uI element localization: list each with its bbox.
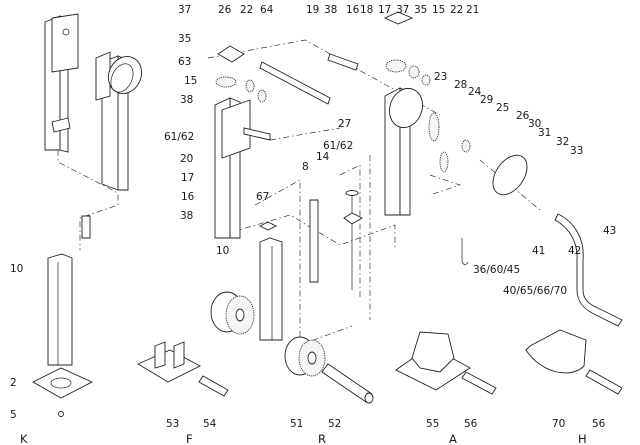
part-label-43: 43 — [603, 225, 616, 237]
section-label-r: R — [318, 432, 326, 445]
part-label-22: 22 — [450, 4, 463, 16]
part-label-25: 25 — [496, 102, 509, 114]
part-label-33: 33 — [570, 145, 583, 157]
part-label-35: 35 — [178, 33, 191, 45]
part-label-38: 38 — [324, 4, 337, 16]
part-label-21: 21 — [466, 4, 479, 16]
part-label-27: 27 — [338, 118, 351, 130]
part-label-38: 38 — [180, 94, 193, 106]
part-label-67: 67 — [256, 191, 269, 203]
part-label-15: 15 — [432, 4, 445, 16]
part-label-16: 16 — [346, 4, 360, 16]
part-label-10: 10 — [10, 263, 23, 275]
part-label-37: 37 — [178, 4, 191, 16]
section-label-f: F — [186, 432, 193, 445]
gear-post-right — [327, 11, 431, 216]
top-cover-plate-part — [217, 45, 245, 63]
part-label-30: 30 — [528, 118, 541, 130]
part-label-41: 41 — [532, 245, 545, 257]
part-label-26: 26 — [516, 110, 530, 122]
post-with-plate-part — [44, 13, 79, 153]
part-label-10: 10 — [216, 245, 229, 257]
spindle-assembly-part — [343, 190, 363, 290]
part-label-42: 42 — [568, 245, 581, 257]
section-label-h: H — [578, 432, 587, 445]
gear-post-left — [214, 97, 271, 239]
part-label-16: 16 — [181, 191, 195, 203]
crank-handle-part — [554, 213, 623, 327]
part-label-28: 28 — [454, 79, 467, 91]
part-label-29: 29 — [480, 94, 493, 106]
part-label-52: 52 — [328, 418, 341, 430]
tube-8-part — [309, 199, 319, 283]
part-label-32: 32 — [556, 136, 569, 148]
part-label-22: 22 — [240, 4, 253, 16]
part-label-24: 24 — [468, 86, 482, 98]
connector-sleeve-part — [81, 215, 91, 239]
square-post-k — [47, 253, 73, 366]
wheel-lower — [284, 336, 326, 377]
section-label-k: K — [20, 432, 28, 445]
part-label-55: 55 — [426, 418, 439, 430]
part-label-35: 35 — [414, 4, 427, 16]
part-label-23: 23 — [434, 71, 447, 83]
part-label-53: 53 — [166, 418, 179, 430]
part-label-70: 70 — [552, 418, 565, 430]
part-label-56: 56 — [592, 418, 606, 430]
part-label-17: 17 — [181, 172, 194, 184]
part-label-56: 56 — [464, 418, 478, 430]
part-number-labels: 37 26 22 64 35 63 15 38 61/62 20 17 16 3… — [10, 4, 616, 430]
part-label-61-62: 61/62 — [323, 140, 353, 152]
part-label-51: 51 — [290, 418, 303, 430]
part-label-36-60-45: 36/60/45 — [473, 264, 520, 276]
bevel-gear-part-left — [215, 76, 267, 103]
part-label-15: 15 — [184, 75, 197, 87]
part-label-5: 5 — [10, 409, 17, 421]
section-label-a: A — [449, 432, 457, 445]
post-with-housing-part — [95, 51, 143, 191]
gear-train-parts — [428, 112, 528, 196]
part-label-2: 2 — [10, 377, 17, 389]
part-label-38: 38 — [180, 210, 193, 222]
part-label-19: 19 — [306, 4, 319, 16]
wheel-upper — [210, 291, 255, 335]
part-label-31: 31 — [538, 127, 551, 139]
part-label-40-65-66-70: 40/65/66/70 — [503, 285, 567, 297]
part-label-8: 8 — [302, 161, 309, 173]
base-plate-part — [32, 367, 94, 417]
part-label-54: 54 — [203, 418, 217, 430]
part-label-37: 37 — [396, 4, 409, 16]
part-label-64: 64 — [260, 4, 274, 16]
part-label-14: 14 — [316, 151, 330, 163]
axle-tube-r — [321, 363, 374, 404]
part-label-26: 26 — [218, 4, 232, 16]
part-label-17: 17 — [378, 4, 391, 16]
square-post-r — [258, 221, 283, 341]
part-label-63: 63 — [178, 56, 191, 68]
part-label-20: 20 — [180, 153, 193, 165]
part-label-61-62: 61/62 — [164, 131, 194, 143]
foot-cradle-h — [525, 329, 623, 395]
hook-pin-part — [461, 238, 469, 265]
part-label-18: 18 — [360, 4, 373, 16]
foot-plate-f — [137, 341, 229, 397]
foot-plate-a — [395, 331, 497, 395]
section-labels: K F R A H — [20, 432, 587, 445]
drive-shaft-part — [259, 61, 331, 105]
